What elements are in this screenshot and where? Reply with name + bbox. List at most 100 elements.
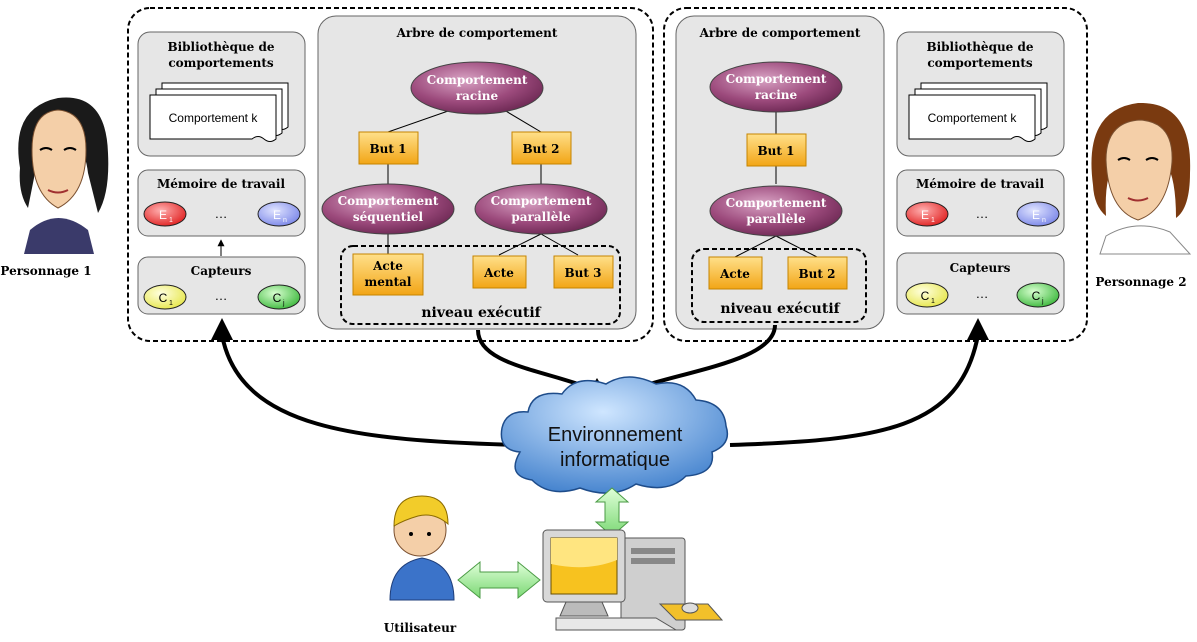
left-memory-ellipsis: … [215, 206, 228, 221]
left-agent: Bibliothèque de comportements Comporteme… [127, 7, 654, 342]
right-root-label-l1: Comportement [726, 72, 827, 86]
character-1-avatar [18, 97, 109, 254]
env-to-left-sensors-arrow [220, 334, 516, 447]
character-1-label: Personnage 1 [0, 264, 91, 278]
left-memory-panel: Mémoire de travail E 1 … E n [137, 169, 306, 237]
left-library-panel: Bibliothèque de comportements Comporteme… [137, 31, 306, 157]
right-library-pages-icon [908, 82, 1048, 142]
left-tree-edges [387, 109, 579, 256]
left-goal1-label: But 1 [370, 142, 407, 156]
user-computer-double-arrow [457, 560, 541, 600]
right-sensors-ellipsis: … [976, 286, 989, 301]
left-mental-label-l2: mental [365, 275, 412, 289]
left-library-page-label: Comportement k [169, 111, 259, 125]
right-sensor-c1-letter: C [921, 289, 930, 303]
right-act-label: Acte [719, 267, 750, 281]
left-sensor-cj-letter: C [273, 291, 282, 305]
left-seq-label-l1: Comportement [338, 194, 439, 208]
env-to-right-sensors-arrow [729, 334, 980, 447]
left-executive-level-box [340, 245, 621, 325]
right-executive-level-label: niveau exécutif [720, 301, 840, 317]
right-memory-e1-letter: E [921, 208, 929, 222]
left-library-title-l2: comportements [168, 56, 274, 70]
left-sensor-c1 [143, 284, 187, 310]
left-goal1-node [358, 131, 419, 165]
left-exec-to-env-arrow [476, 329, 596, 392]
right-goal1-label: But 1 [758, 144, 795, 158]
right-library-page-label: Comportement k [928, 111, 1018, 125]
left-root-label-l2: racine [456, 89, 499, 103]
right-library-title-l2: comportements [927, 56, 1033, 70]
left-sequential-behavior-node [321, 183, 455, 235]
right-sensor-cj-letter: C [1032, 289, 1041, 303]
right-root-label-l2: racine [755, 88, 798, 102]
right-sensor-c1-sub: 1 [931, 298, 935, 305]
left-sensor-cj-sub: j [282, 300, 285, 307]
right-memory-panel: Mémoire de travail E 1 … E n [896, 169, 1065, 237]
right-memory-e1-sub: 1 [931, 217, 935, 224]
left-goal3-label: But 3 [565, 266, 602, 280]
left-sensor-c1-sub: 1 [169, 300, 173, 307]
left-seq-label-l2: séquentiel [353, 210, 424, 224]
right-par-label-l1: Comportement [726, 196, 827, 210]
left-memory-e1-sub: 1 [169, 217, 173, 224]
right-executive-level-box [691, 248, 867, 323]
right-sensor-c1 [905, 282, 949, 308]
left-goal2-node [511, 131, 572, 165]
right-goal2-node [787, 256, 848, 290]
character-2-label: Personnage 2 [1095, 275, 1186, 289]
env-computer-double-arrow [594, 487, 630, 537]
left-sensors-panel: Capteurs C 1 … C j [137, 256, 306, 315]
left-mental-act-node [352, 253, 424, 296]
left-act-node [472, 255, 527, 289]
left-tree-title: Arbre de comportement [396, 26, 558, 40]
right-act-node [708, 256, 763, 290]
left-sensor-cj [257, 284, 301, 310]
left-sensors-arrowhead [211, 318, 233, 340]
left-library-pages-icon [149, 82, 289, 142]
right-tree-title: Arbre de comportement [699, 26, 861, 40]
right-goal1-node [746, 133, 807, 167]
left-executive-level-label: niveau exécutif [421, 305, 541, 321]
right-agent: Arbre de comportement Comportement racin… [663, 7, 1088, 342]
left-par-label-l2: parallèle [511, 210, 571, 224]
left-sensors-ellipsis: … [215, 288, 228, 303]
character-2-avatar [1091, 102, 1192, 255]
left-sensor-c1-letter: C [159, 291, 168, 305]
right-root-behavior-node [709, 61, 843, 113]
left-memory-title: Mémoire de travail [157, 177, 285, 191]
right-exec-to-env-arrow [629, 324, 777, 392]
right-sensor-cj [1016, 282, 1060, 308]
left-act-label: Acte [483, 266, 514, 280]
right-memory-ellipsis: … [976, 206, 989, 221]
computer-icon [542, 529, 724, 631]
user-label: Utilisateur [384, 621, 457, 635]
right-sensors-panel: Capteurs C 1 … C j [896, 252, 1065, 315]
right-memory-title: Mémoire de travail [916, 177, 1044, 191]
left-root-behavior-node [410, 61, 544, 115]
left-agent-boundary [127, 7, 654, 342]
right-parallel-behavior-node [709, 185, 843, 237]
right-memory-en-sub: n [1042, 217, 1046, 224]
user-icon [389, 495, 455, 601]
right-sensors-arrowhead [967, 318, 989, 340]
right-memory-en-letter: E [1032, 208, 1040, 222]
left-library-title-l1: Bibliothèque de [167, 40, 274, 54]
right-behavior-tree-panel: Arbre de comportement Comportement racin… [675, 15, 885, 330]
right-sensors-title: Capteurs [950, 261, 1011, 275]
left-memory-en-letter: E [273, 208, 281, 222]
environment-label-l1: Environnement [548, 424, 683, 446]
left-parallel-behavior-node [474, 183, 608, 235]
right-library-panel: Bibliothèque de comportements Comporteme… [896, 31, 1065, 157]
environment-cloud: Environnement informatique [500, 376, 729, 494]
left-memory-en [257, 201, 301, 227]
left-par-label-l1: Comportement [491, 194, 592, 208]
left-sensors-title: Capteurs [191, 264, 252, 278]
right-library-title-l1: Bibliothèque de [926, 40, 1033, 54]
left-behavior-tree-panel: Arbre de comportement Comportement racin… [317, 15, 637, 330]
environment-label-l2: informatique [560, 449, 670, 471]
left-goal2-label: But 2 [523, 142, 560, 156]
left-memory-e1-letter: E [159, 208, 167, 222]
left-memory-e1 [143, 201, 187, 227]
